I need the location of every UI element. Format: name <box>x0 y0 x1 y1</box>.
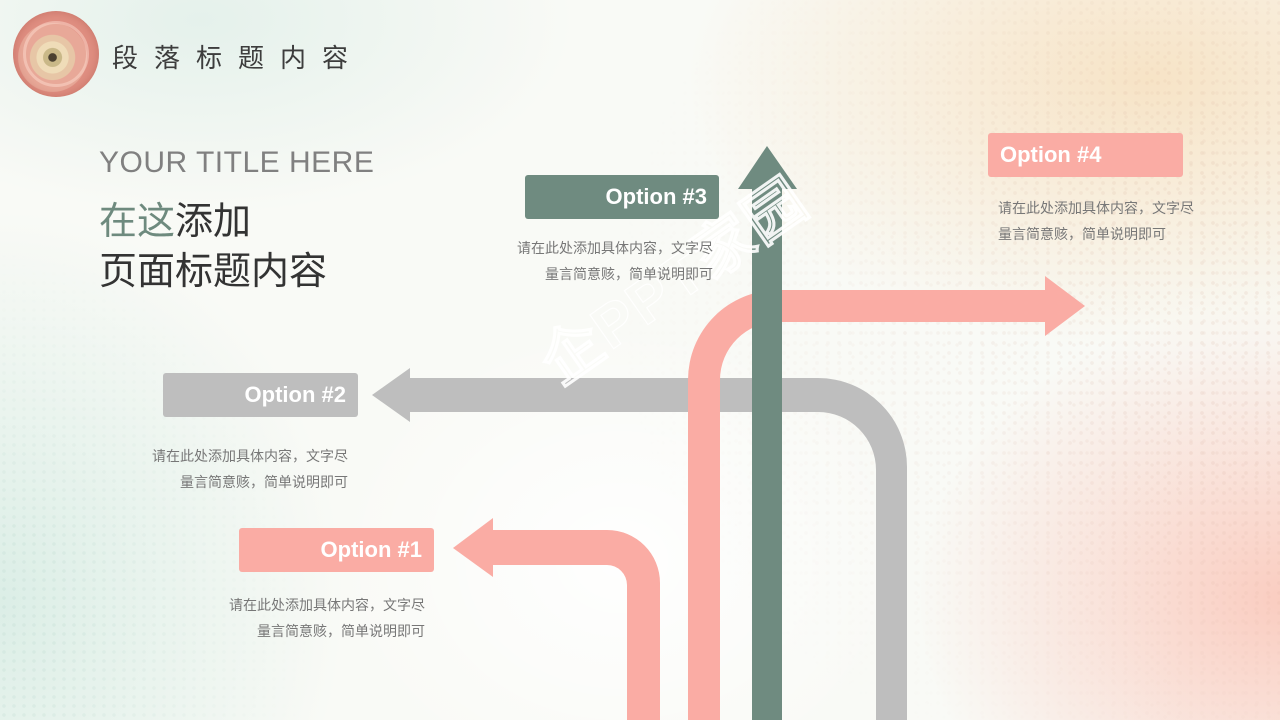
title-accent: 在这 <box>99 199 176 243</box>
option-2-desc-line1: 请在此处添加具体内容，文字尽 <box>152 449 348 465</box>
option-2-description: 请在此处添加具体内容，文字尽 量言简意赅，简单说明即可 <box>152 444 348 496</box>
option-2-desc-line2: 量言简意赅，简单说明即可 <box>180 475 348 491</box>
option-4-desc-line2: 量言简意赅，简单说明即可 <box>998 227 1166 243</box>
arrow-option-4 <box>688 276 1085 720</box>
option-3-description: 请在此处添加具体内容，文字尽 量言简意赅，简单说明即可 <box>517 236 713 288</box>
title-chinese-line1: 在这添加 <box>99 190 251 245</box>
option-3-label: Option #3 <box>525 175 719 219</box>
option-2-label: Option #2 <box>163 373 358 417</box>
option-1-description: 请在此处添加具体内容，文字尽 量言简意赅，简单说明即可 <box>229 593 425 645</box>
arrow-option-3 <box>738 146 797 720</box>
option-4-description: 请在此处添加具体内容，文字尽 量言简意赅，简单说明即可 <box>998 196 1194 248</box>
title-line1-rest: 添加 <box>175 199 252 243</box>
option-3-desc-line1: 请在此处添加具体内容，文字尽 <box>517 241 713 257</box>
section-title: 段落标题内容 <box>112 44 365 74</box>
arrow-option-2 <box>372 368 907 720</box>
rose-flower-icon <box>13 11 99 97</box>
option-1-label: Option #1 <box>239 528 434 572</box>
title-chinese-line2: 页面标题内容 <box>99 249 328 293</box>
option-1-desc-line2: 量言简意赅，简单说明即可 <box>257 624 425 640</box>
title-english: YOUR TITLE HERE <box>99 146 375 179</box>
option-1-desc-line1: 请在此处添加具体内容，文字尽 <box>229 598 425 614</box>
option-4-desc-line1: 请在此处添加具体内容，文字尽 <box>998 201 1194 217</box>
option-3-desc-line2: 量言简意赅，简单说明即可 <box>545 267 713 283</box>
option-4-label: Option #4 <box>988 133 1183 177</box>
arrow-option-1 <box>453 518 660 720</box>
